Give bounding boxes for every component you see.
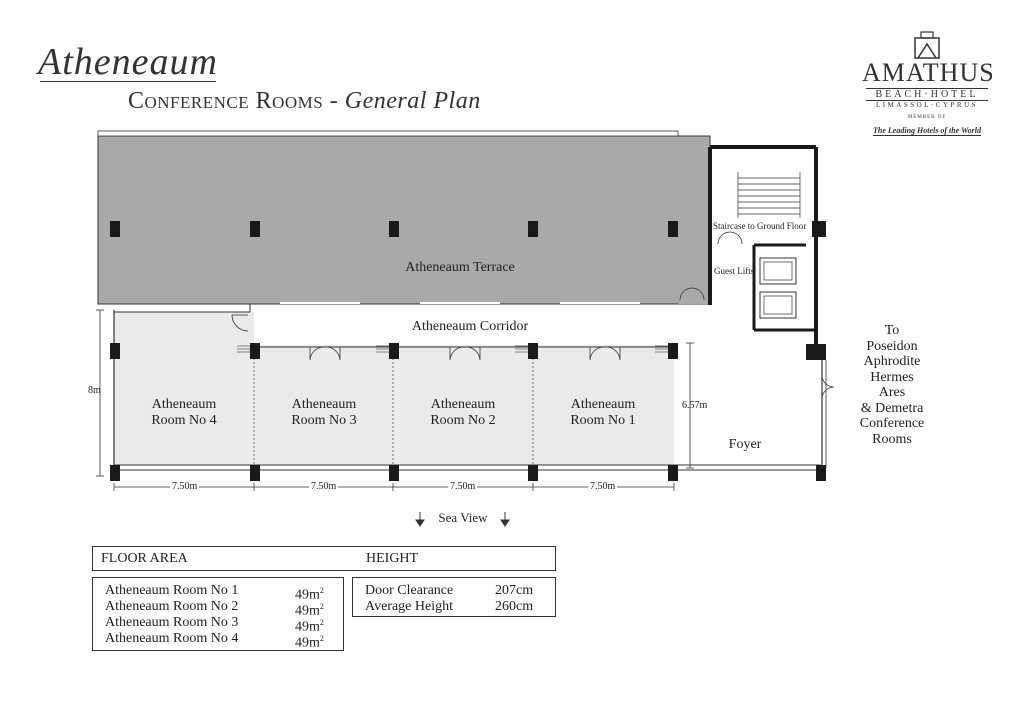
area-unit: 2 — [319, 634, 324, 643]
area-value: 49m — [295, 635, 320, 651]
area-room: Atheneaum Room No 2 — [105, 599, 239, 614]
room-number: Room No 4 — [151, 413, 217, 428]
direction-line: Poseidon — [866, 338, 918, 354]
floor-area-header: FLOOR AREA — [101, 551, 188, 566]
room-label-4: Atheneaum Room No 4 — [129, 397, 239, 429]
room-label-2: Atheneaum Room No 2 — [408, 397, 518, 429]
direction-line: Rooms — [872, 431, 912, 447]
hotel-logo: AMATHUS BEACH·HOTEL LIMASSOL·CYPRUS MEMB… — [862, 30, 995, 138]
width-dim: 7.50m — [309, 481, 339, 492]
direction-note: To Poseidon Aphrodite Hermes Ares & Deme… — [842, 323, 942, 447]
room-name: Atheneaum — [151, 397, 217, 412]
terrace-pillars — [110, 221, 678, 237]
room-name: Atheneaum — [430, 397, 496, 412]
table-row: Atheneaum Room No 3 49m2 — [105, 614, 324, 635]
page-title: Conference Rooms - General Plan — [128, 88, 481, 115]
table-row: Door Clearance 207cm — [365, 582, 533, 599]
room-number: Room No 2 — [430, 413, 496, 428]
direction-line: To — [884, 323, 900, 338]
table-row: Atheneaum Room No 2 49m2 — [105, 598, 324, 619]
terrace-area — [97, 135, 711, 305]
area-value: 49m — [295, 587, 320, 603]
area-unit: 2 — [319, 618, 324, 627]
sea-view-label: Sea View — [438, 510, 488, 525]
brand-line2: BEACH·HOTEL — [866, 88, 988, 101]
direction-line: Hermes — [870, 369, 914, 385]
room-name: Atheneaum — [570, 397, 636, 412]
direction-line: Conference — [859, 416, 925, 431]
area-unit: 2 — [319, 586, 324, 595]
width-dim: 7.50m — [448, 481, 478, 492]
terrace-label: Atheneaum Terrace — [405, 260, 515, 275]
room-label-1: Atheneaum Room No 1 — [548, 397, 658, 429]
room-name: Atheneaum — [291, 397, 357, 412]
width-dim: 7.50m — [588, 481, 618, 492]
brand-line3: LIMASSOL·CYPRUS — [875, 101, 979, 109]
hotel-emblem-icon — [914, 31, 940, 59]
script-title: Atheneaum — [38, 41, 218, 83]
corridor-label: Atheneaum Corridor — [411, 319, 529, 334]
subtitle-main: Conference Rooms - — [128, 88, 345, 114]
area-room: Atheneaum Room No 1 — [105, 583, 239, 598]
dimension-lines — [96, 309, 694, 491]
table-header: FLOOR AREA HEIGHT — [92, 546, 556, 571]
height-value: 207cm — [495, 583, 534, 598]
staircase-label: Staircase to Ground Floor — [713, 221, 807, 231]
direction-line: Ares — [878, 385, 906, 400]
foyer-label: Foyer — [728, 437, 762, 452]
area-room: Atheneaum Room No 3 — [105, 615, 239, 630]
height-label: Average Height — [365, 599, 453, 614]
height-header: HEIGHT — [366, 551, 419, 566]
height-value: 260cm — [495, 599, 534, 614]
direction-line: Aphrodite — [863, 354, 921, 369]
room-number: Room No 1 — [570, 413, 636, 428]
table-row: Atheneaum Room No 1 49m2 — [105, 582, 324, 603]
area-room: Atheneaum Room No 4 — [105, 631, 239, 646]
stair-core — [708, 145, 826, 360]
room-pillars — [110, 343, 826, 481]
area-unit: 2 — [319, 602, 324, 611]
brand-member: MEMBER OF — [907, 115, 947, 120]
height-dim-right: 6.57m — [682, 400, 708, 411]
area-value: 49m — [295, 619, 320, 635]
room-label-3: Atheneaum Room No 3 — [269, 397, 379, 429]
table-row: Atheneaum Room No 4 49m2 — [105, 630, 324, 651]
floor-area-table: Atheneaum Room No 1 49m2 Atheneaum Room … — [92, 577, 344, 651]
direction-line: & Demetra — [860, 400, 924, 416]
area-value: 49m — [295, 603, 320, 619]
width-dim: 7.50m — [170, 481, 200, 492]
subtitle-italic: General Plan — [344, 88, 481, 114]
height-table: Door Clearance 207cm Average Height 260c… — [352, 577, 556, 617]
height-dim-left: 8m — [88, 385, 101, 396]
height-label: Door Clearance — [365, 583, 454, 598]
brand-name: AMATHUS — [862, 58, 995, 87]
table-row: Average Height 260cm — [365, 598, 533, 615]
room-number: Room No 3 — [291, 413, 357, 428]
down-arrow-icon — [415, 512, 510, 527]
lifts-label: Guest Lifts — [714, 266, 755, 276]
brand-lhw: The Leading Hotels of the World — [873, 126, 981, 136]
